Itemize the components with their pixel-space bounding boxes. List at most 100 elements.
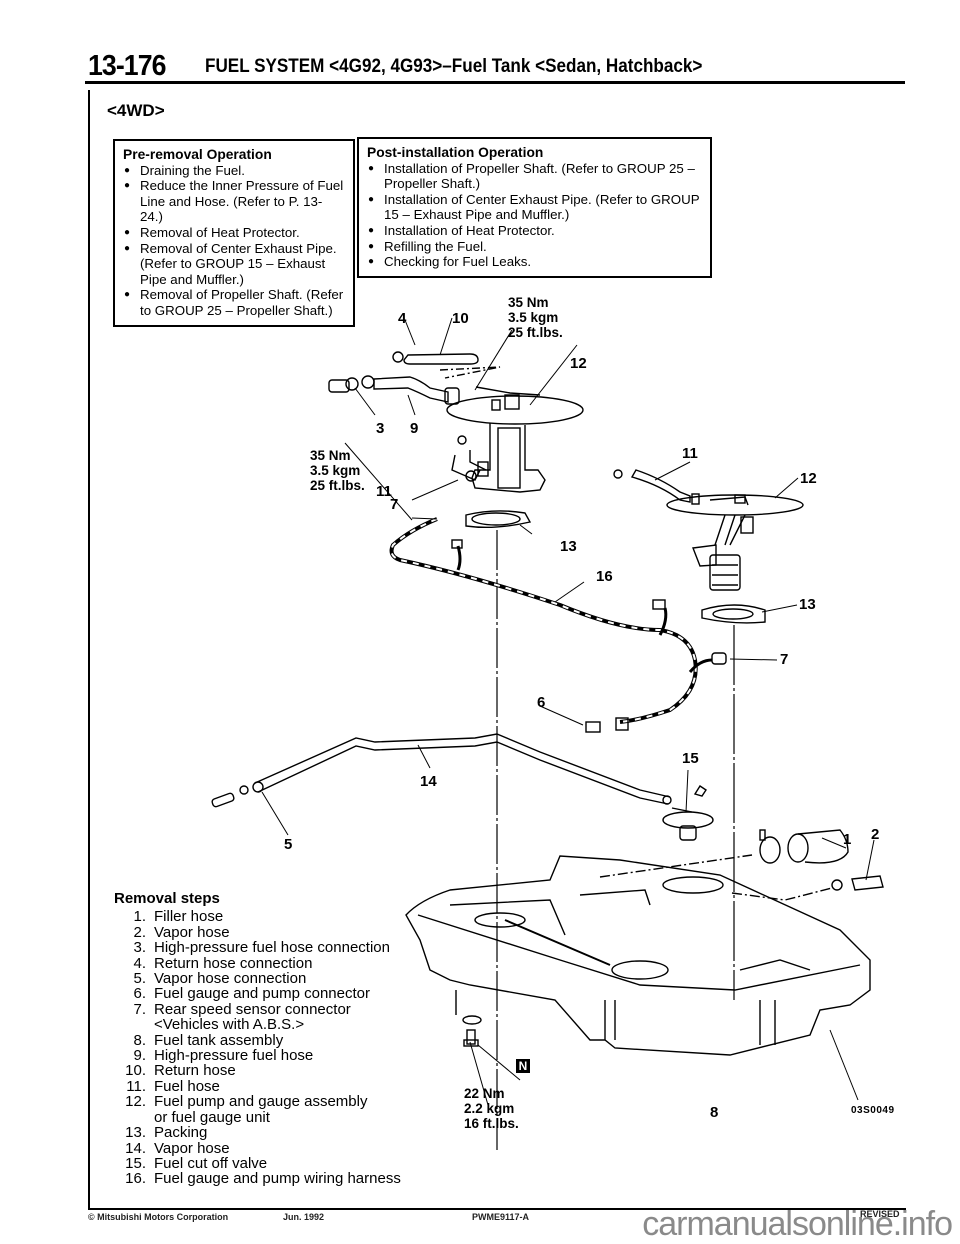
removal-step: 7.Rear speed sensor connector<Vehicles w… bbox=[114, 1002, 401, 1033]
removal-step: 8. Fuel tank assembly bbox=[114, 1031, 401, 1049]
post-installation-item: Checking for Fuel Leaks. bbox=[367, 254, 702, 270]
post-installation-title: Post-installation Operation bbox=[367, 145, 544, 160]
removal-step-number: 2. bbox=[133, 923, 146, 941]
fuel-tank-drawing bbox=[405, 855, 871, 1056]
removal-step-text: Fuel pump and gauge assembly bbox=[154, 1093, 368, 1111]
vapor-hose-drawing bbox=[211, 733, 671, 808]
post-installation-box: Post-installation Operation Installation… bbox=[357, 137, 712, 278]
high-pressure-hose-drawing bbox=[328, 375, 460, 405]
removal-step-label: Fuel tank assembly bbox=[154, 1031, 284, 1049]
removal-step-label: Fuel gauge and pump wiring harness bbox=[154, 1171, 401, 1186]
pre-removal-list: Draining the Fuel. Reduce the Inner Pres… bbox=[123, 163, 345, 319]
fuel-cut-valve-drawing bbox=[662, 785, 714, 841]
removal-step: 14.Vapor hose bbox=[114, 1139, 401, 1157]
removal-step-label: Fuel gauge and pump connector bbox=[154, 986, 370, 1001]
removal-step-text: Filler hose bbox=[154, 908, 224, 926]
callout-16: 16 bbox=[596, 568, 613, 585]
pre-removal-item: Removal of Center Exhaust Pipe. (Refer t… bbox=[123, 241, 345, 288]
removal-step-text: Return hose bbox=[154, 1062, 236, 1080]
removal-step-number: 6. bbox=[133, 985, 146, 1003]
removal-step-text: High-pressure fuel hose connection bbox=[154, 939, 390, 957]
removal-step-label: Fuel cut off valve bbox=[154, 1156, 267, 1171]
removal-step-number: 16. bbox=[125, 1170, 146, 1188]
pre-removal-item: Draining the Fuel. bbox=[123, 163, 345, 179]
return-hose-drawing bbox=[392, 351, 501, 379]
removal-step-text: Return hose connection bbox=[154, 954, 313, 972]
removal-step-text: Fuel tank assembly bbox=[154, 1031, 284, 1049]
torque-spec-upper-right: 35 Nm 3.5 kgm 25 ft.lbs. bbox=[508, 295, 563, 340]
removal-step-text: Fuel cut off valve bbox=[154, 1154, 268, 1172]
bottom-rule bbox=[88, 1208, 906, 1210]
pre-removal-item: Removal of Propeller Shaft. (Refer to GR… bbox=[123, 287, 345, 318]
callout-2: 2 bbox=[871, 826, 880, 843]
pre-removal-item: Removal of Heat Protector. bbox=[123, 225, 345, 241]
removal-step-text: Fuel gauge and pump wiring harness bbox=[154, 1170, 401, 1188]
removal-step-text: Fuel hose bbox=[154, 1077, 220, 1095]
removal-step: 13. Packing bbox=[114, 1124, 401, 1142]
pre-removal-item: Reduce the Inner Pressure of Fuel Line a… bbox=[123, 178, 345, 225]
post-installation-item: Refilling the Fuel. bbox=[367, 239, 702, 255]
removal-step-text: Vapor hose connection bbox=[154, 970, 307, 988]
page-number: 13-176 bbox=[88, 50, 166, 82]
removal-step-text: High-pressure fuel hose bbox=[154, 1047, 314, 1065]
callout-7-right: 7 bbox=[780, 651, 789, 668]
callout-11-right: 11 bbox=[682, 445, 698, 462]
footer-status: REVISED bbox=[860, 1209, 900, 1219]
removal-step-text: Packing bbox=[154, 1124, 208, 1142]
removal-steps-title: Removal steps bbox=[114, 890, 220, 907]
callout-13: 13 bbox=[560, 538, 577, 555]
removal-step-text: Vapor hose bbox=[154, 1139, 230, 1157]
removal-step: 6. Fuel gauge and pump connector bbox=[114, 985, 401, 1003]
removal-step-subtext: <Vehicles with A.B.S.> bbox=[154, 1016, 305, 1034]
callout-11: 11 bbox=[376, 483, 392, 500]
removal-step-number: 12. bbox=[125, 1093, 146, 1111]
removal-step: 16. Fuel gauge and pump wiring harness bbox=[114, 1170, 401, 1188]
removal-step-label: Vapor hose bbox=[154, 1139, 230, 1157]
removal-step-number: 15. bbox=[125, 1154, 146, 1172]
removal-step-text: Vapor hose bbox=[154, 923, 230, 941]
removal-step-number: 8. bbox=[133, 1031, 146, 1049]
removal-step-label: Filler hose bbox=[154, 909, 223, 924]
removal-step-number: 9. bbox=[133, 1047, 146, 1065]
left-border-rule bbox=[88, 90, 90, 1210]
removal-step-label: High-pressure fuel hose connection bbox=[154, 940, 390, 955]
post-installation-list: Installation of Propeller Shaft. (Refer … bbox=[367, 161, 702, 270]
removal-step: 4.Return hose connection bbox=[114, 954, 401, 972]
fuel-pump-assembly-left bbox=[446, 386, 584, 493]
post-installation-item: Installation of Center Exhaust Pipe. (Re… bbox=[367, 192, 702, 223]
callout-4: 4 bbox=[398, 310, 407, 327]
removal-step: 10.Return hose bbox=[114, 1062, 401, 1080]
post-installation-item: Installation of Heat Protector. bbox=[367, 223, 702, 239]
removal-step-subtext: or fuel gauge unit bbox=[154, 1108, 270, 1126]
wiring-harness-drawing bbox=[389, 517, 727, 733]
removal-step-number: 11. bbox=[126, 1077, 146, 1095]
watermark: carmanualsonline.info bbox=[642, 1205, 953, 1243]
callout-6: 6 bbox=[537, 694, 546, 711]
filler-hose-drawing bbox=[599, 829, 884, 901]
removal-step-label: Vapor hose connection bbox=[154, 971, 306, 986]
removal-step-label: Packing bbox=[154, 1125, 207, 1140]
removal-step-label: Return hose connection bbox=[154, 954, 313, 972]
removal-step: 2. Vapor hose bbox=[114, 923, 401, 941]
footer-copyright: © Mitsubishi Motors Corporation bbox=[88, 1212, 229, 1222]
leader-lines bbox=[261, 317, 875, 1106]
figure-id: 03S0049 bbox=[851, 1105, 895, 1116]
pre-removal-box: Pre-removal Operation Draining the Fuel.… bbox=[113, 139, 355, 327]
torque-spec-upper-left: 35 Nm 3.5 kgm 25 ft.lbs. bbox=[310, 448, 365, 493]
removal-step: 3.High-pressure fuel hose connection bbox=[114, 940, 401, 956]
variant-label: <4WD> bbox=[107, 101, 165, 120]
callout-5: 5 bbox=[284, 836, 293, 853]
callout-1: 1 bbox=[843, 831, 852, 848]
callout-14: 14 bbox=[420, 773, 437, 790]
removal-step-label: Rear speed sensor connector<Vehicles wit… bbox=[154, 1002, 351, 1033]
torque-spec-bottom: 22 Nm 2.2 kgm 16 ft.lbs. bbox=[464, 1086, 519, 1131]
callout-7: 7 bbox=[390, 496, 399, 513]
footer-doc-code: PWME9117-A bbox=[472, 1212, 530, 1222]
removal-step-number: 13. bbox=[125, 1124, 146, 1142]
removal-step: 5.Vapor hose connection bbox=[114, 971, 401, 987]
removal-step: 11. Fuel hose bbox=[114, 1077, 401, 1095]
